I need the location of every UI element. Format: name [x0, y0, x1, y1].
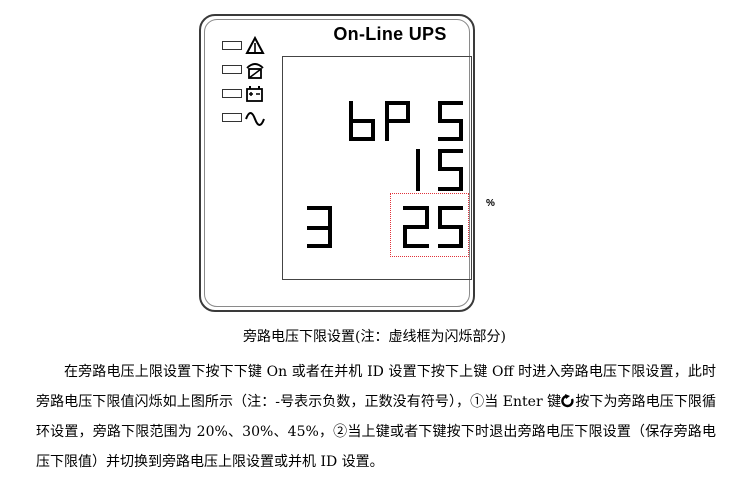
flash-indicator-box — [390, 193, 469, 257]
indicator-led — [222, 113, 242, 122]
body-text-part1: 在旁路电压上限设置下按下下键 On 或者在并机 ID 设置下按下上键 Off 时… — [36, 364, 716, 410]
bypass-icon — [246, 63, 264, 79]
percent-unit: % — [486, 198, 495, 209]
figure-caption: 旁路电压下限设置(注：虚线框为闪烁部分) — [243, 329, 506, 345]
indicator-led — [222, 89, 242, 98]
ups-panel-inner-frame — [204, 19, 470, 307]
indicator-battery — [222, 86, 282, 102]
body-text-part2: 按下为旁路电压下限循环设置，旁路下限范围为 20%、30%、45%，②当上键或者… — [36, 394, 717, 470]
warning-icon — [245, 36, 265, 54]
body-paragraph: 在旁路电压上限设置下按下下键 On 或者在并机 ID 设置下按下上键 Off 时… — [36, 357, 716, 477]
ups-panel-frame — [199, 14, 475, 312]
lcd-char-3 — [307, 206, 332, 248]
indicator-led — [222, 65, 242, 74]
indicator-ac — [222, 110, 282, 126]
ac-sine-icon — [245, 112, 265, 126]
lcd-char-5b — [438, 206, 463, 248]
lcd-char-b — [349, 101, 375, 141]
lcd-char-2 — [403, 206, 429, 248]
lcd-char-p — [385, 101, 410, 141]
enter-key-icon — [561, 394, 574, 408]
indicator-warning — [222, 36, 282, 54]
battery-icon — [246, 86, 263, 102]
lcd-char-5 — [438, 149, 463, 191]
lcd-screen — [282, 56, 472, 280]
indicator-bypass — [222, 62, 282, 79]
lcd-char-s — [438, 101, 463, 141]
indicator-led — [222, 41, 242, 50]
panel-title: On-Line UPS — [333, 24, 447, 44]
